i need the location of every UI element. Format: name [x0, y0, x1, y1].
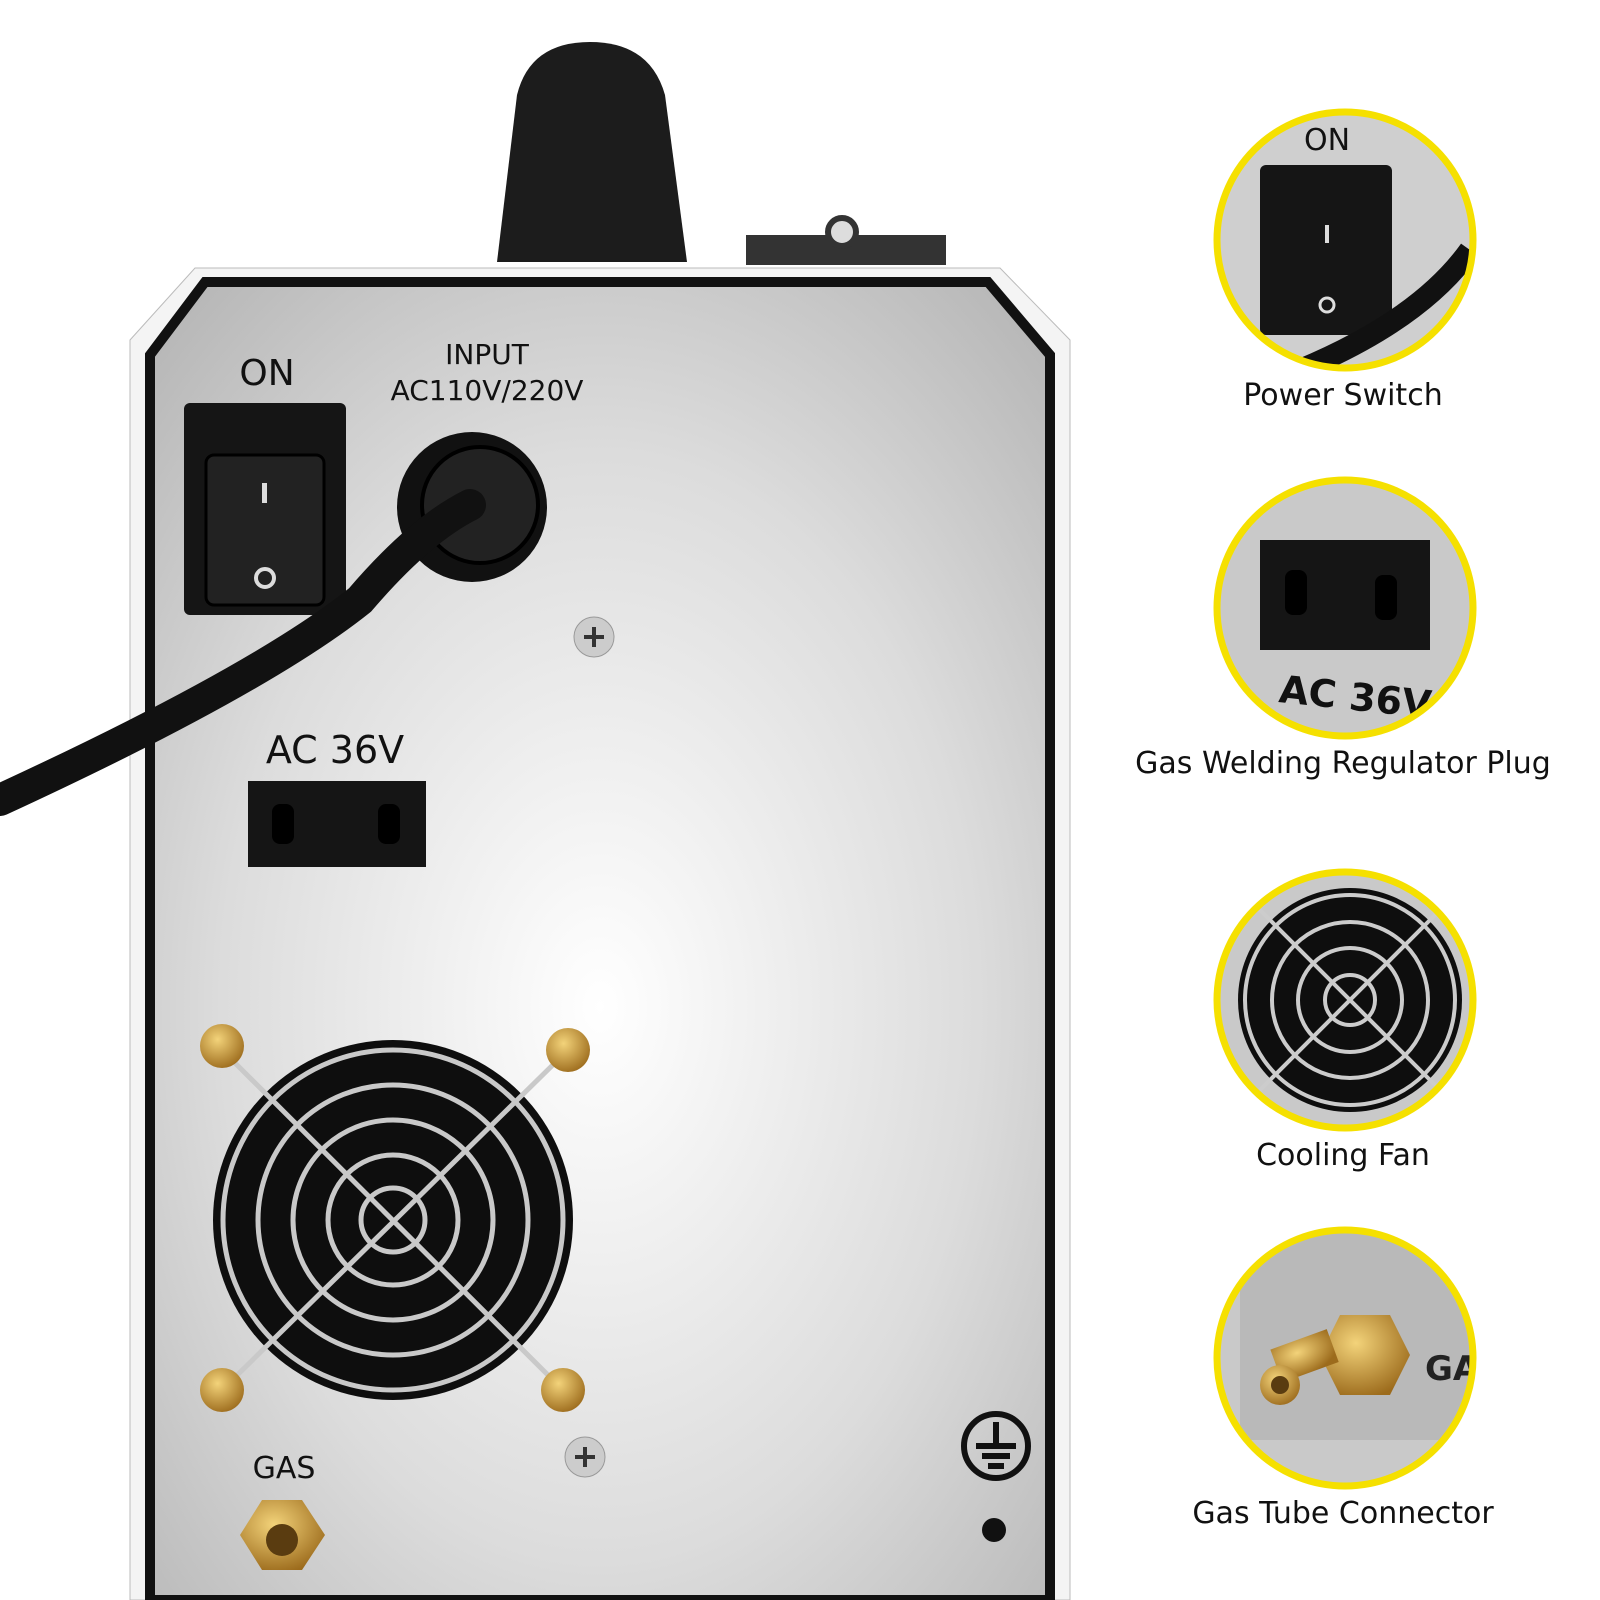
cooling-fan — [200, 1024, 590, 1412]
handle — [497, 42, 687, 262]
switch-label: ON — [239, 353, 294, 394]
callout-regulator-plug: AC 36V — [1213, 476, 1477, 740]
panel-input_voltage: AC110V/220V — [391, 374, 584, 407]
panel-gas_label: GAS — [253, 1451, 316, 1486]
panel-socket_label: AC 36V — [266, 728, 404, 772]
callout-cooling-fan — [1213, 868, 1477, 1132]
callout-label-power-switch: Power Switch — [1243, 378, 1443, 413]
screw — [573, 616, 615, 658]
screw — [564, 1436, 606, 1478]
callout-gas-connector: GA — [1213, 1226, 1480, 1490]
callout-label-cooling-fan: Cooling Fan — [1256, 1138, 1430, 1173]
panel-input_label: INPUT — [445, 338, 530, 371]
callout-power-switch: ON — [1213, 108, 1477, 372]
callout-label-gas-connector: Gas Tube Connector — [1192, 1496, 1494, 1531]
callouts-0-inset_text: ON — [1304, 123, 1350, 158]
ground-icon — [961, 1411, 1031, 1481]
power-cable — [0, 489, 486, 816]
callouts-3-inset_text: GA — [1425, 1349, 1480, 1389]
callout-label-regulator-plug: Gas Welding Regulator Plug — [1135, 746, 1551, 781]
